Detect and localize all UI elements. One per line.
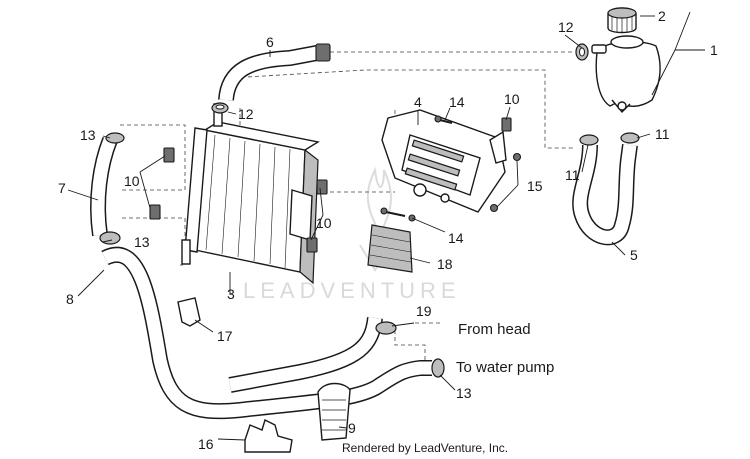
hose-clamp-12-tank <box>575 43 589 61</box>
callout-4: 4 <box>414 94 422 110</box>
note-to-water-pump: To water pump <box>456 359 554 376</box>
tank-cap <box>607 7 637 34</box>
clip-10-mid <box>316 179 328 195</box>
clip-10-left-upper <box>163 147 175 163</box>
screw-15-lower <box>489 203 499 213</box>
foam-pad <box>367 224 413 273</box>
fan-bracket <box>381 109 507 213</box>
screw-14-upper <box>434 115 453 124</box>
callout-17: 17 <box>217 328 233 344</box>
callout-7: 7 <box>58 180 66 196</box>
overflow-hose <box>572 143 638 246</box>
callout-9: 9 <box>348 420 356 436</box>
callout-10-left: 10 <box>124 173 140 189</box>
hose-clamp-19 <box>375 321 397 335</box>
callout-13-upper: 13 <box>80 127 96 143</box>
callout-11-right: 11 <box>655 126 670 142</box>
callout-5: 5 <box>630 247 638 263</box>
clip-10-left-lower <box>149 204 161 220</box>
hose-cover <box>317 382 351 441</box>
note-from-head: From head <box>458 321 531 338</box>
hose-clip-17 <box>177 297 201 327</box>
callout-18: 18 <box>437 256 453 272</box>
callout-16: 16 <box>198 436 214 452</box>
long-lower-hose <box>101 246 432 420</box>
callout-19: 19 <box>416 303 432 319</box>
callout-13-lower: 13 <box>134 234 150 250</box>
hose-clamp-11-left <box>579 134 599 146</box>
watermark-text: LEADVENTURE <box>243 278 461 303</box>
hose-holder-16 <box>244 419 293 453</box>
hose-clamp-11-right <box>620 132 640 144</box>
radiator <box>181 103 320 285</box>
callout-8: 8 <box>66 291 74 307</box>
callout-2: 2 <box>658 8 666 24</box>
callout-15: 15 <box>527 178 543 194</box>
screw-15-upper <box>512 152 522 162</box>
callout-labels: 1 2 3 4 5 6 7 8 9 10 10 10 11 11 12 12 1… <box>58 8 718 452</box>
callout-11-left: 11 <box>565 167 580 183</box>
callout-10-radiator: 10 <box>316 215 332 231</box>
callout-14-lower: 14 <box>448 230 464 246</box>
callout-3: 3 <box>227 286 235 302</box>
callout-6: 6 <box>266 34 274 50</box>
hose-clamp-13-lower <box>99 231 121 245</box>
expansion-tank <box>591 35 661 114</box>
left-hose <box>90 137 118 237</box>
clip-10-bracket <box>501 117 512 132</box>
callout-1: 1 <box>710 42 718 58</box>
leader-lines <box>67 11 705 441</box>
hose-clamp-12-upper <box>211 102 229 114</box>
callout-12-tank: 12 <box>558 19 574 35</box>
clip-10-lower-right <box>306 237 318 253</box>
callout-12-radiator: 12 <box>238 106 254 122</box>
callout-14-upper: 14 <box>449 94 465 110</box>
hose-clamp-13-pump <box>431 358 445 378</box>
callout-10-bracket: 10 <box>504 91 520 107</box>
render-credit: Rendered by LeadVenture, Inc. <box>342 441 508 455</box>
upper-hose <box>218 43 331 102</box>
watermark: LEADVENTURE <box>243 166 461 303</box>
callout-13-pump: 13 <box>456 385 472 401</box>
hose-clamp-13-upper <box>105 132 125 144</box>
